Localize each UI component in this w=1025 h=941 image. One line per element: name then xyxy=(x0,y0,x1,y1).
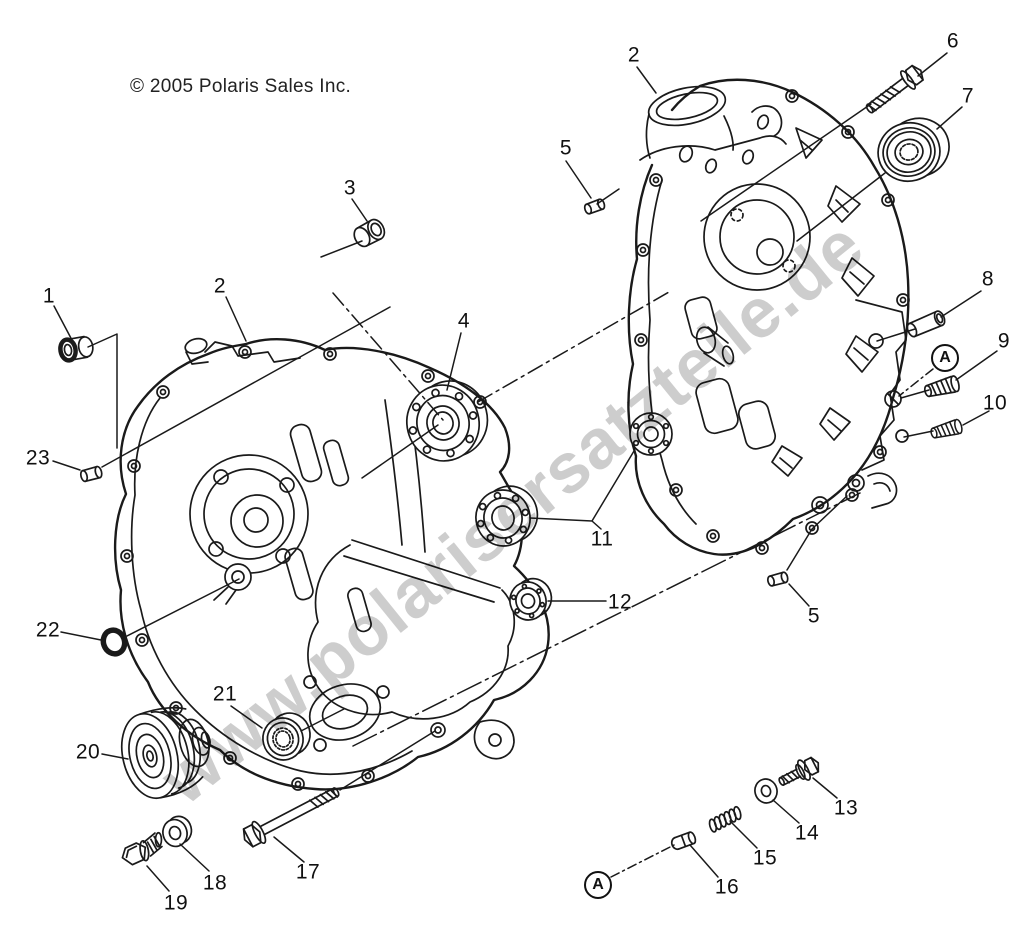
part-washer-18 xyxy=(162,815,193,848)
part-seal-21 xyxy=(262,712,311,761)
part-pin-16 xyxy=(670,831,697,851)
part-bolt-17 xyxy=(242,787,340,848)
callout-15: 15 xyxy=(752,846,778,870)
part-pin-5-top xyxy=(583,198,606,215)
callout-7: 7 xyxy=(961,84,975,108)
bolt-holes-left-case xyxy=(120,345,487,791)
callout-19: 19 xyxy=(163,891,189,915)
part-bearing-11a xyxy=(629,412,673,456)
callout-5-top: 5 xyxy=(559,136,573,160)
bolt-holes-right-case xyxy=(634,89,910,555)
part-spring-15 xyxy=(708,805,742,833)
callout-20: 20 xyxy=(75,740,101,764)
part-washer-14 xyxy=(754,778,778,804)
callout-22: 22 xyxy=(35,618,61,642)
reference-marker-a-right: A xyxy=(931,344,959,372)
part-pin-8 xyxy=(906,310,946,338)
callout-17: 17 xyxy=(295,860,321,884)
callout-2-left: 2 xyxy=(213,274,227,298)
callout-21: 21 xyxy=(212,682,238,706)
part-screw-9 xyxy=(923,375,960,398)
crankcase-half-left xyxy=(113,337,550,791)
leader-lines xyxy=(52,52,998,892)
callout-1: 1 xyxy=(42,284,56,308)
callout-6: 6 xyxy=(946,29,960,53)
callout-11: 11 xyxy=(590,527,614,551)
inner-bearing-seat xyxy=(213,563,252,605)
part-bearing-11b xyxy=(475,485,539,547)
part-seal-7 xyxy=(877,117,950,182)
copyright-text: © 2005 Polaris Sales Inc. xyxy=(130,76,352,97)
reference-marker-a-bottom: A xyxy=(584,871,612,899)
crankcase-half-right xyxy=(627,78,910,556)
part-pin-23 xyxy=(79,465,103,483)
part-bushing-3 xyxy=(353,218,386,248)
callout-2-right: 2 xyxy=(627,43,641,67)
callout-18: 18 xyxy=(202,871,228,895)
part-bearing-4 xyxy=(406,380,489,462)
callout-9: 9 xyxy=(997,329,1011,353)
callout-5-bottom: 5 xyxy=(807,604,821,628)
part-bushing-1 xyxy=(58,335,94,363)
part-screw-10 xyxy=(930,418,963,439)
callout-13: 13 xyxy=(833,796,859,820)
callout-10: 10 xyxy=(982,391,1008,415)
part-bolt-13 xyxy=(778,756,820,786)
part-bearing-12 xyxy=(509,577,553,621)
part-bolt-6 xyxy=(865,64,924,114)
part-pin-5-bottom xyxy=(766,571,789,587)
callout-3: 3 xyxy=(343,176,357,200)
part-oring-22 xyxy=(100,627,128,657)
callout-4: 4 xyxy=(457,309,471,333)
callout-14: 14 xyxy=(794,821,820,845)
callout-16: 16 xyxy=(714,875,740,899)
part-plug-19 xyxy=(121,831,163,866)
part-pulley-20 xyxy=(120,706,211,800)
axis-lines xyxy=(332,291,934,878)
callout-23: 23 xyxy=(25,446,51,470)
callout-12: 12 xyxy=(607,590,633,614)
callout-8: 8 xyxy=(981,267,995,291)
